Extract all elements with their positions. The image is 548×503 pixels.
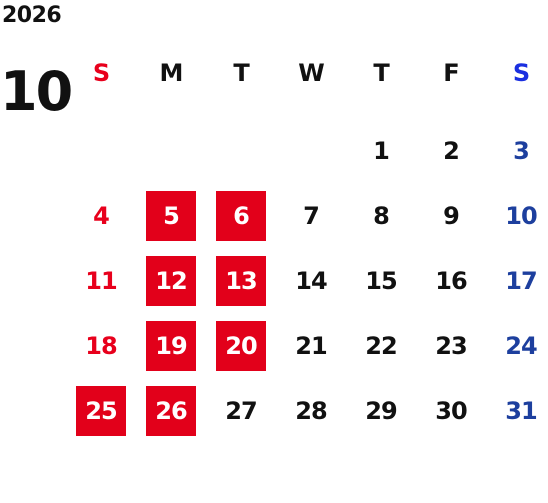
weekday-header-fri: F bbox=[443, 59, 459, 87]
day-cell-5: 5 bbox=[146, 191, 196, 241]
day-cell-25: 25 bbox=[76, 386, 126, 436]
day-cell-2: 2 bbox=[443, 137, 460, 165]
empty-day-cell bbox=[216, 126, 266, 176]
empty-day-cell bbox=[146, 126, 196, 176]
day-cell-4: 4 bbox=[93, 202, 110, 230]
day-cell-22: 22 bbox=[365, 332, 397, 360]
weekday-header-sat: S bbox=[512, 59, 530, 87]
day-cell-15: 15 bbox=[365, 267, 397, 295]
day-cell-26: 26 bbox=[146, 386, 196, 436]
day-cell-30: 30 bbox=[435, 397, 467, 425]
day-cell-19: 19 bbox=[146, 321, 196, 371]
day-cell-27: 27 bbox=[225, 397, 257, 425]
weekday-header-tue: T bbox=[233, 59, 249, 87]
day-cell-13: 13 bbox=[216, 256, 266, 306]
empty-day-cell bbox=[76, 126, 126, 176]
day-cell-24: 24 bbox=[505, 332, 537, 360]
day-cell-9: 9 bbox=[443, 202, 460, 230]
day-cell-18: 18 bbox=[85, 332, 117, 360]
month-label: 10 bbox=[0, 60, 73, 123]
day-cell-29: 29 bbox=[365, 397, 397, 425]
day-cell-20: 20 bbox=[216, 321, 266, 371]
day-cell-7: 7 bbox=[303, 202, 320, 230]
weekday-header-wed: W bbox=[298, 59, 324, 87]
day-cell-23: 23 bbox=[435, 332, 467, 360]
day-cell-6: 6 bbox=[216, 191, 266, 241]
day-cell-3: 3 bbox=[513, 137, 530, 165]
empty-day-cell bbox=[286, 126, 336, 176]
day-cell-8: 8 bbox=[373, 202, 390, 230]
day-cell-17: 17 bbox=[505, 267, 537, 295]
day-cell-31: 31 bbox=[505, 397, 537, 425]
day-cell-11: 11 bbox=[85, 267, 117, 295]
day-cell-21: 21 bbox=[295, 332, 327, 360]
day-cell-1: 1 bbox=[373, 137, 390, 165]
day-cell-28: 28 bbox=[295, 397, 327, 425]
day-cell-14: 14 bbox=[295, 267, 327, 295]
day-cell-16: 16 bbox=[435, 267, 467, 295]
year-label: 2026 bbox=[2, 3, 62, 28]
day-cell-12: 12 bbox=[146, 256, 196, 306]
weekday-header-sun: S bbox=[92, 59, 110, 87]
weekday-header-mon: M bbox=[159, 59, 184, 87]
day-cell-10: 10 bbox=[505, 202, 537, 230]
weekday-header-thu: T bbox=[373, 59, 389, 87]
